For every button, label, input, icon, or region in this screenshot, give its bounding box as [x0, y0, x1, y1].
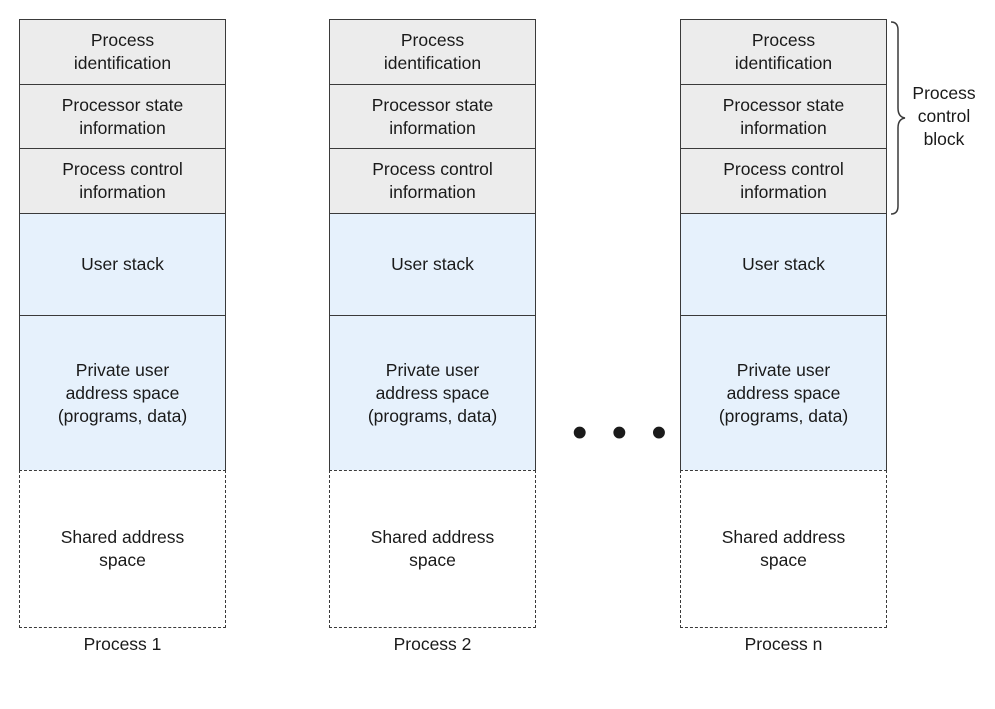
user-stack-cell: User stack [329, 212, 536, 317]
user-stack-cell: User stack [680, 212, 887, 317]
process-control-cell: Process control information [680, 148, 887, 214]
processor-state-cell: Processor state information [680, 83, 887, 150]
shared-address-space-cell: Shared address space [680, 469, 887, 628]
private-address-space-cell: Private user address space (programs, da… [19, 315, 226, 471]
process-1-image: Process identification Processor state i… [19, 19, 226, 655]
curly-brace-icon [890, 21, 906, 215]
processor-state-cell: Processor state information [329, 83, 536, 150]
process-label: Process 1 [83, 633, 162, 654]
process-identification-cell: Process identification [329, 19, 536, 85]
private-address-space-cell: Private user address space (programs, da… [680, 315, 887, 471]
shared-address-space-cell: Shared address space [329, 469, 536, 628]
process-2-image: Process identification Processor state i… [329, 19, 536, 655]
process-label: Process n [744, 633, 823, 654]
process-identification-cell: Process identification [680, 19, 887, 85]
process-label: Process 2 [393, 633, 472, 654]
ellipsis: • • • [572, 408, 673, 457]
process-n-image: Process identification Processor state i… [680, 19, 887, 655]
process-control-cell: Process control information [329, 148, 536, 214]
process-identification-cell: Process identification [19, 19, 226, 85]
process-control-block-label: Process control block [912, 83, 976, 149]
processor-state-cell: Processor state information [19, 83, 226, 150]
process-control-cell: Process control information [19, 148, 226, 214]
private-address-space-cell: Private user address space (programs, da… [329, 315, 536, 471]
shared-address-space-cell: Shared address space [19, 469, 226, 628]
user-stack-cell: User stack [19, 212, 226, 317]
